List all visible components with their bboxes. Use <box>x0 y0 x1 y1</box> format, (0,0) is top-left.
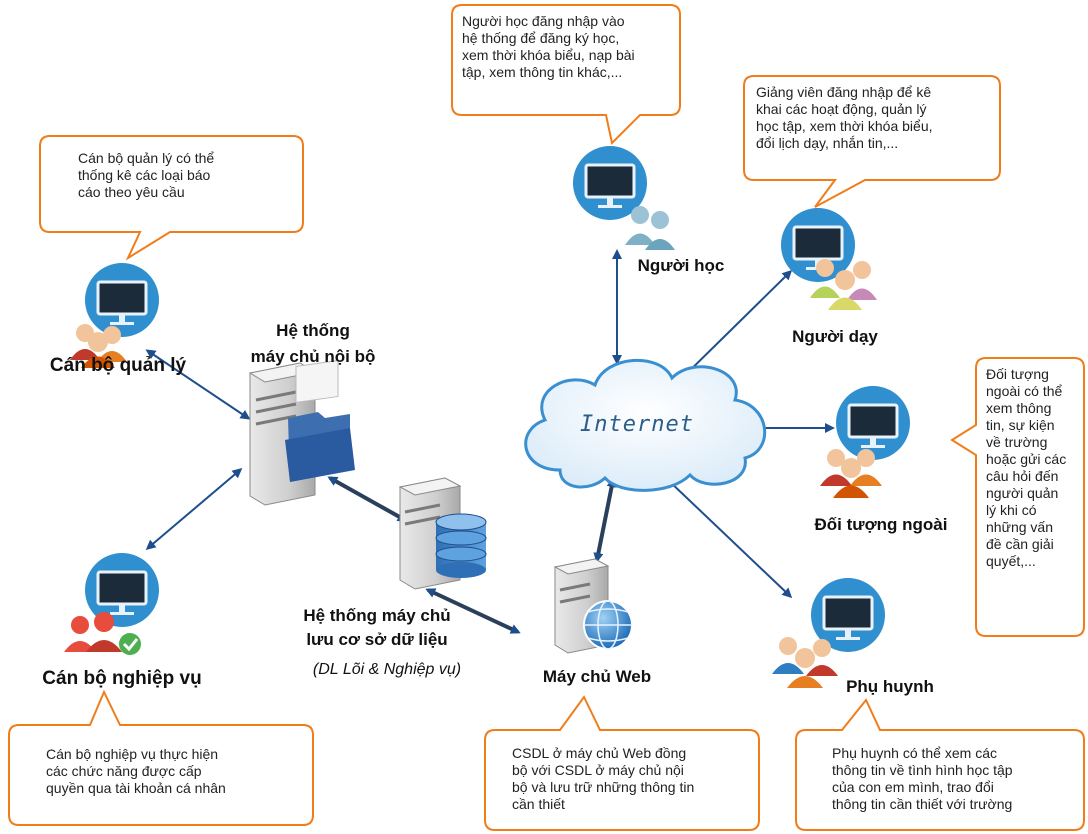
people-icon-doi-tuong-ngoai <box>820 449 882 498</box>
internet-label: Internet <box>580 412 694 437</box>
callout-nguoi-day: Giảng viên đăng nhập để kê khai các hoạt… <box>756 84 933 151</box>
callout-can-bo-nghiep-vu: Cán bộ nghiệp vụ thực hiện các chức năng… <box>46 746 226 796</box>
people-icon-quan-ly <box>70 324 127 368</box>
people-icon-phu-huynh <box>772 637 838 688</box>
callout-doi-tuong-ngoai: Đối tượng ngoài có thể xem thông tin, sự… <box>986 366 1067 569</box>
monitor-icon-doi-tuong-ngoai <box>836 386 910 460</box>
callout-phu-huynh: Phụ huynh có thể xem các thông tin về tì… <box>832 745 1013 812</box>
callout-box-can-bo-quan-ly <box>39 135 304 261</box>
callout-box-can-bo-nghiep-vu <box>8 689 314 826</box>
callout-web: CSDL ở máy chủ Web đồng bộ với CSDL ở má… <box>512 745 695 812</box>
people-icon-nguoi-hoc <box>625 206 675 250</box>
internet-cloud <box>524 358 767 492</box>
monitor-icon-phu-huynh <box>811 578 885 652</box>
arrow-quanly-server <box>145 349 251 420</box>
arrow-web-internet <box>593 477 617 563</box>
label-internal-server: Hệ thống máy chủ nội bộ <box>250 321 376 366</box>
people-icon-nguoi-day <box>810 259 877 310</box>
callout-can-bo-quan-ly: Cán bộ quản lý có thể thống kê các loại … <box>78 150 215 200</box>
label-can-bo-nghiep-vu: Cán bộ nghiệp vụ <box>42 668 202 689</box>
label-nguoi-day: Người dạy <box>792 327 878 346</box>
globe-icon <box>583 600 633 650</box>
callout-nguoi-hoc: Người học đăng nhập vào hệ thống để đăng… <box>462 13 635 80</box>
label-phu-huynh: Phụ huynh <box>846 677 934 696</box>
callout-box-web <box>484 695 760 831</box>
callout-box-nguoi-hoc <box>451 4 681 146</box>
folder-icon <box>285 359 355 482</box>
monitor-icon-nghiep-vu <box>85 553 159 627</box>
monitor-icon-nguoi-day <box>781 208 855 282</box>
callout-box-phu-huynh <box>795 698 1085 831</box>
arrow-db-web <box>425 588 521 634</box>
arrow-server-db <box>327 476 408 522</box>
people-icon-nghiep-vu <box>64 612 141 655</box>
arrow-nghiepvu-server <box>145 468 243 550</box>
label-web-server: Máy chủ Web <box>542 667 652 686</box>
label-nguoi-hoc: Người học <box>637 256 725 275</box>
label-doi-tuong-ngoai: Đối tượng ngoài <box>814 515 948 534</box>
label-db-server: Hệ thống máy chủ lưu cơ sở dữ liệu <box>303 606 451 649</box>
label-db-subtitle: (DL Lõi & Nghiệp vụ) <box>312 661 462 678</box>
callout-box-nguoi-day <box>743 75 1001 208</box>
arrow-internet-phuhuynh <box>665 477 793 599</box>
callout-box-doi-tuong-ngoai <box>950 357 1085 637</box>
label-can-bo-quan-ly: Cán bộ quản lý <box>49 355 187 376</box>
monitor-icon-quan-ly <box>85 263 159 337</box>
monitor-icon-nguoi-hoc <box>573 146 647 220</box>
database-stack-icon <box>435 513 487 578</box>
